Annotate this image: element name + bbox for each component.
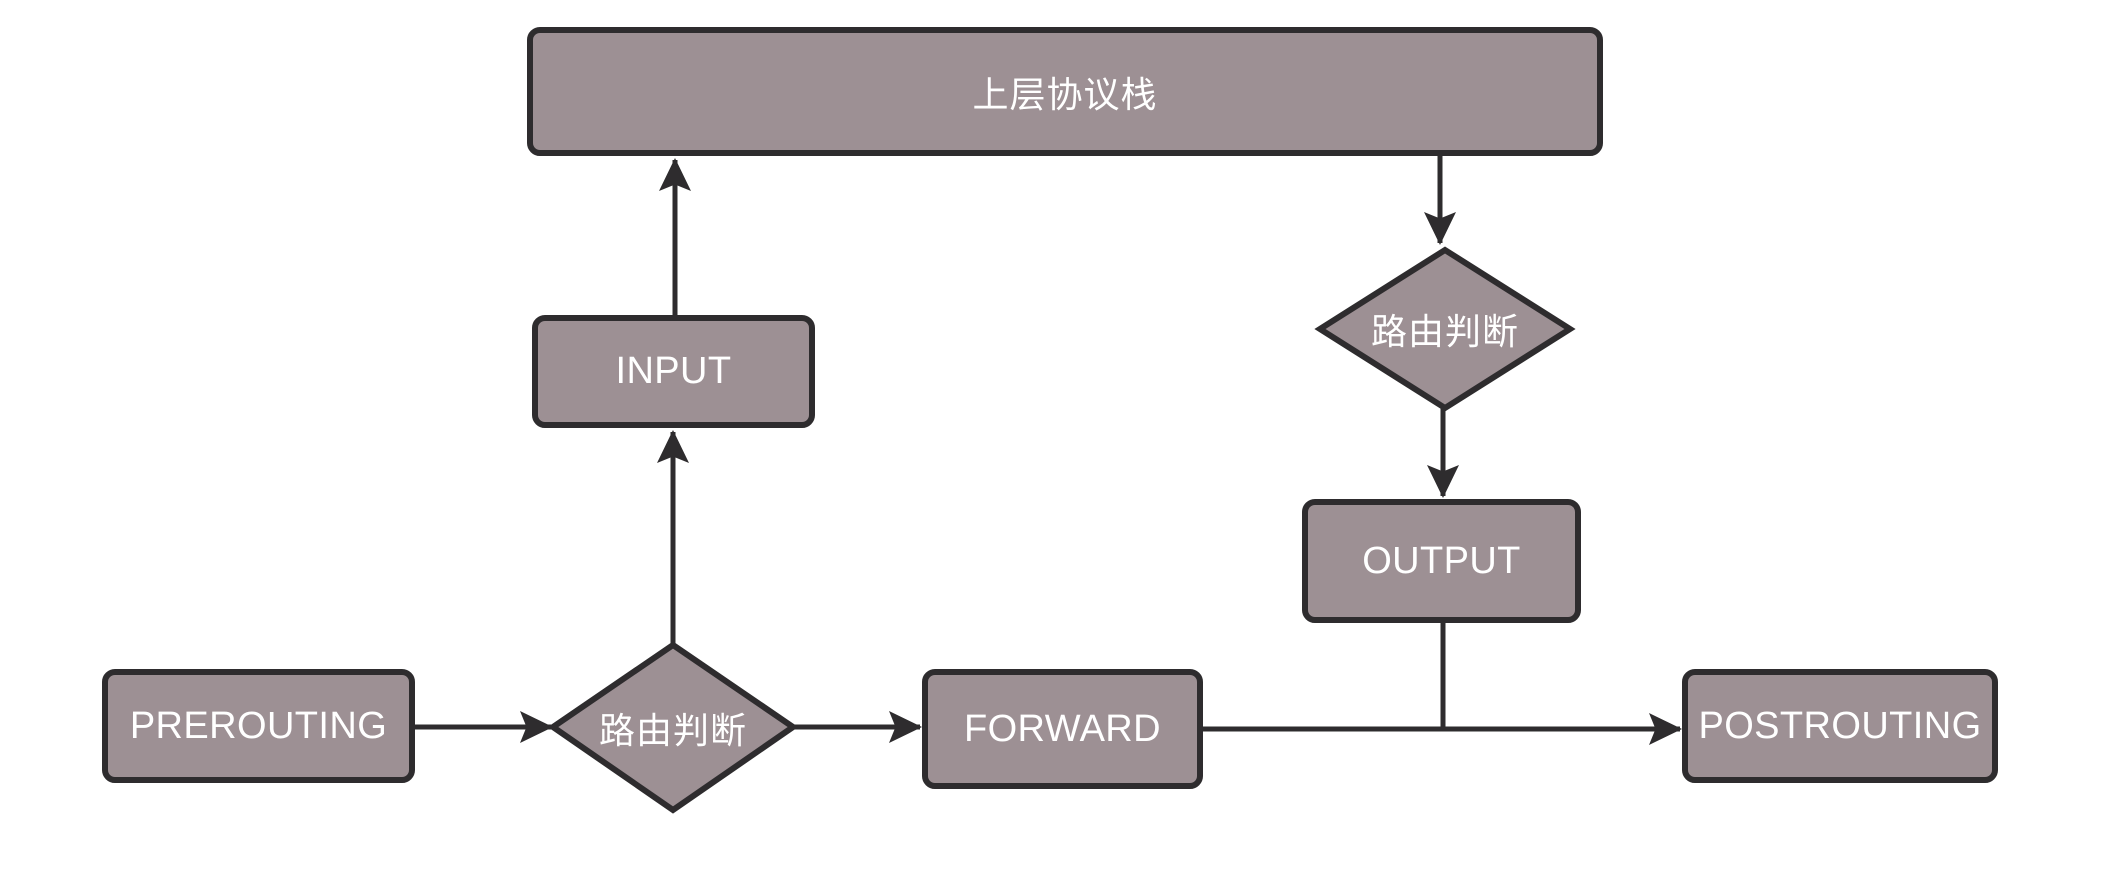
node-postrouting[interactable]: [1682, 669, 1998, 783]
node-prerouting[interactable]: [102, 669, 415, 783]
node-input[interactable]: [532, 315, 815, 428]
nodes-layer: [102, 27, 1998, 814]
node-routing-decision-bottom[interactable]: [547, 641, 799, 814]
node-output[interactable]: [1302, 499, 1581, 623]
edges-layer: [412, 153, 1683, 745]
node-forward[interactable]: [922, 669, 1203, 789]
node-upper-protocol-stack[interactable]: [527, 27, 1603, 156]
node-routing-decision-top[interactable]: [1314, 246, 1576, 412]
